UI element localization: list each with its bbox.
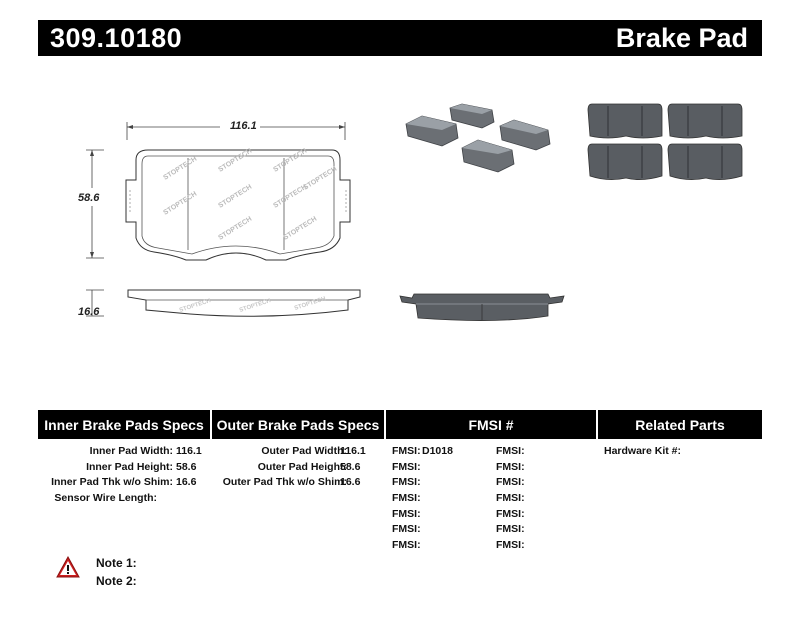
inner-pad-width-label: Inner Pad Width:: [89, 445, 173, 457]
related-parts-header: Related Parts: [598, 410, 762, 439]
warning-icon: [56, 555, 80, 578]
fmsi-label: FMSI:: [392, 539, 421, 551]
pad-set-photo-flat: [582, 100, 752, 188]
outer-pad-height-label: Outer Pad Height:: [257, 461, 347, 473]
pad-profile-svg: [399, 293, 565, 321]
hardware-kit-label: Hardware Kit #:: [604, 445, 682, 457]
fmsi-label: FMSI:: [496, 508, 525, 520]
fmsi-header: FMSI #: [386, 410, 596, 439]
sensor-wire-length-label: Sensor Wire Length:: [54, 492, 157, 504]
fmsi-value: D1018: [422, 445, 453, 457]
note-2-label: Note 2:: [96, 574, 137, 588]
fmsi-label: FMSI:: [496, 461, 525, 473]
thickness-dimension: 16.6: [78, 306, 100, 318]
header-bar: [38, 20, 762, 56]
fmsi-label: FMSI:: [496, 492, 525, 504]
fmsi-label: FMSI:: [392, 476, 421, 488]
inner-pad-width-value: 116.1: [176, 445, 202, 457]
fmsi-label: FMSI:: [392, 523, 421, 535]
outer-pad-height-value: 58.6: [340, 461, 361, 473]
pad-set-photo-angled: [398, 102, 568, 174]
note-1-label: Note 1:: [96, 556, 137, 570]
inner-pad-thickness-value: 16.6: [176, 476, 197, 488]
pad-profile-photo: [398, 290, 566, 328]
fmsi-label: FMSI:: [496, 523, 525, 535]
inner-pad-height-value: 58.6: [176, 461, 197, 473]
inner-specs-header: Inner Brake Pads Specs: [38, 410, 210, 439]
outer-pad-width-label: Outer Pad Width:: [261, 445, 347, 457]
width-dimension: 116.1: [230, 120, 257, 132]
inner-pad-height-label: Inner Pad Height:: [86, 461, 173, 473]
outer-pad-thickness-label: Outer Pad Thk w/o Shim:: [222, 476, 347, 488]
fmsi-label: FMSI:: [392, 445, 421, 457]
outer-pad-thickness-value: 16.6: [340, 476, 361, 488]
pad-technical-drawing: STOPTECH STOPTECH STOPTECH STOPTECH STOP…: [70, 110, 380, 340]
fmsi-label: FMSI:: [392, 492, 421, 504]
inner-pad-thickness-label: Inner Pad Thk w/o Shim:: [51, 476, 173, 488]
fmsi-label: FMSI:: [496, 539, 525, 551]
height-dimension: 58.6: [78, 192, 100, 204]
pad-set-angled-svg: [405, 103, 551, 173]
part-number: 309.10180: [50, 23, 183, 53]
outer-specs-header: Outer Brake Pads Specs: [212, 410, 384, 439]
pad-set-flat-svg: [587, 103, 743, 180]
fmsi-label: FMSI:: [496, 445, 525, 457]
fmsi-label: FMSI:: [392, 461, 421, 473]
fmsi-label: FMSI:: [392, 508, 421, 520]
pad-outline-svg: STOPTECH STOPTECH STOPTECH STOPTECH STOP…: [86, 122, 361, 317]
fmsi-label: FMSI:: [496, 476, 525, 488]
outer-pad-width-value: 116.1: [340, 445, 366, 457]
category-title: Brake Pad: [615, 23, 748, 53]
